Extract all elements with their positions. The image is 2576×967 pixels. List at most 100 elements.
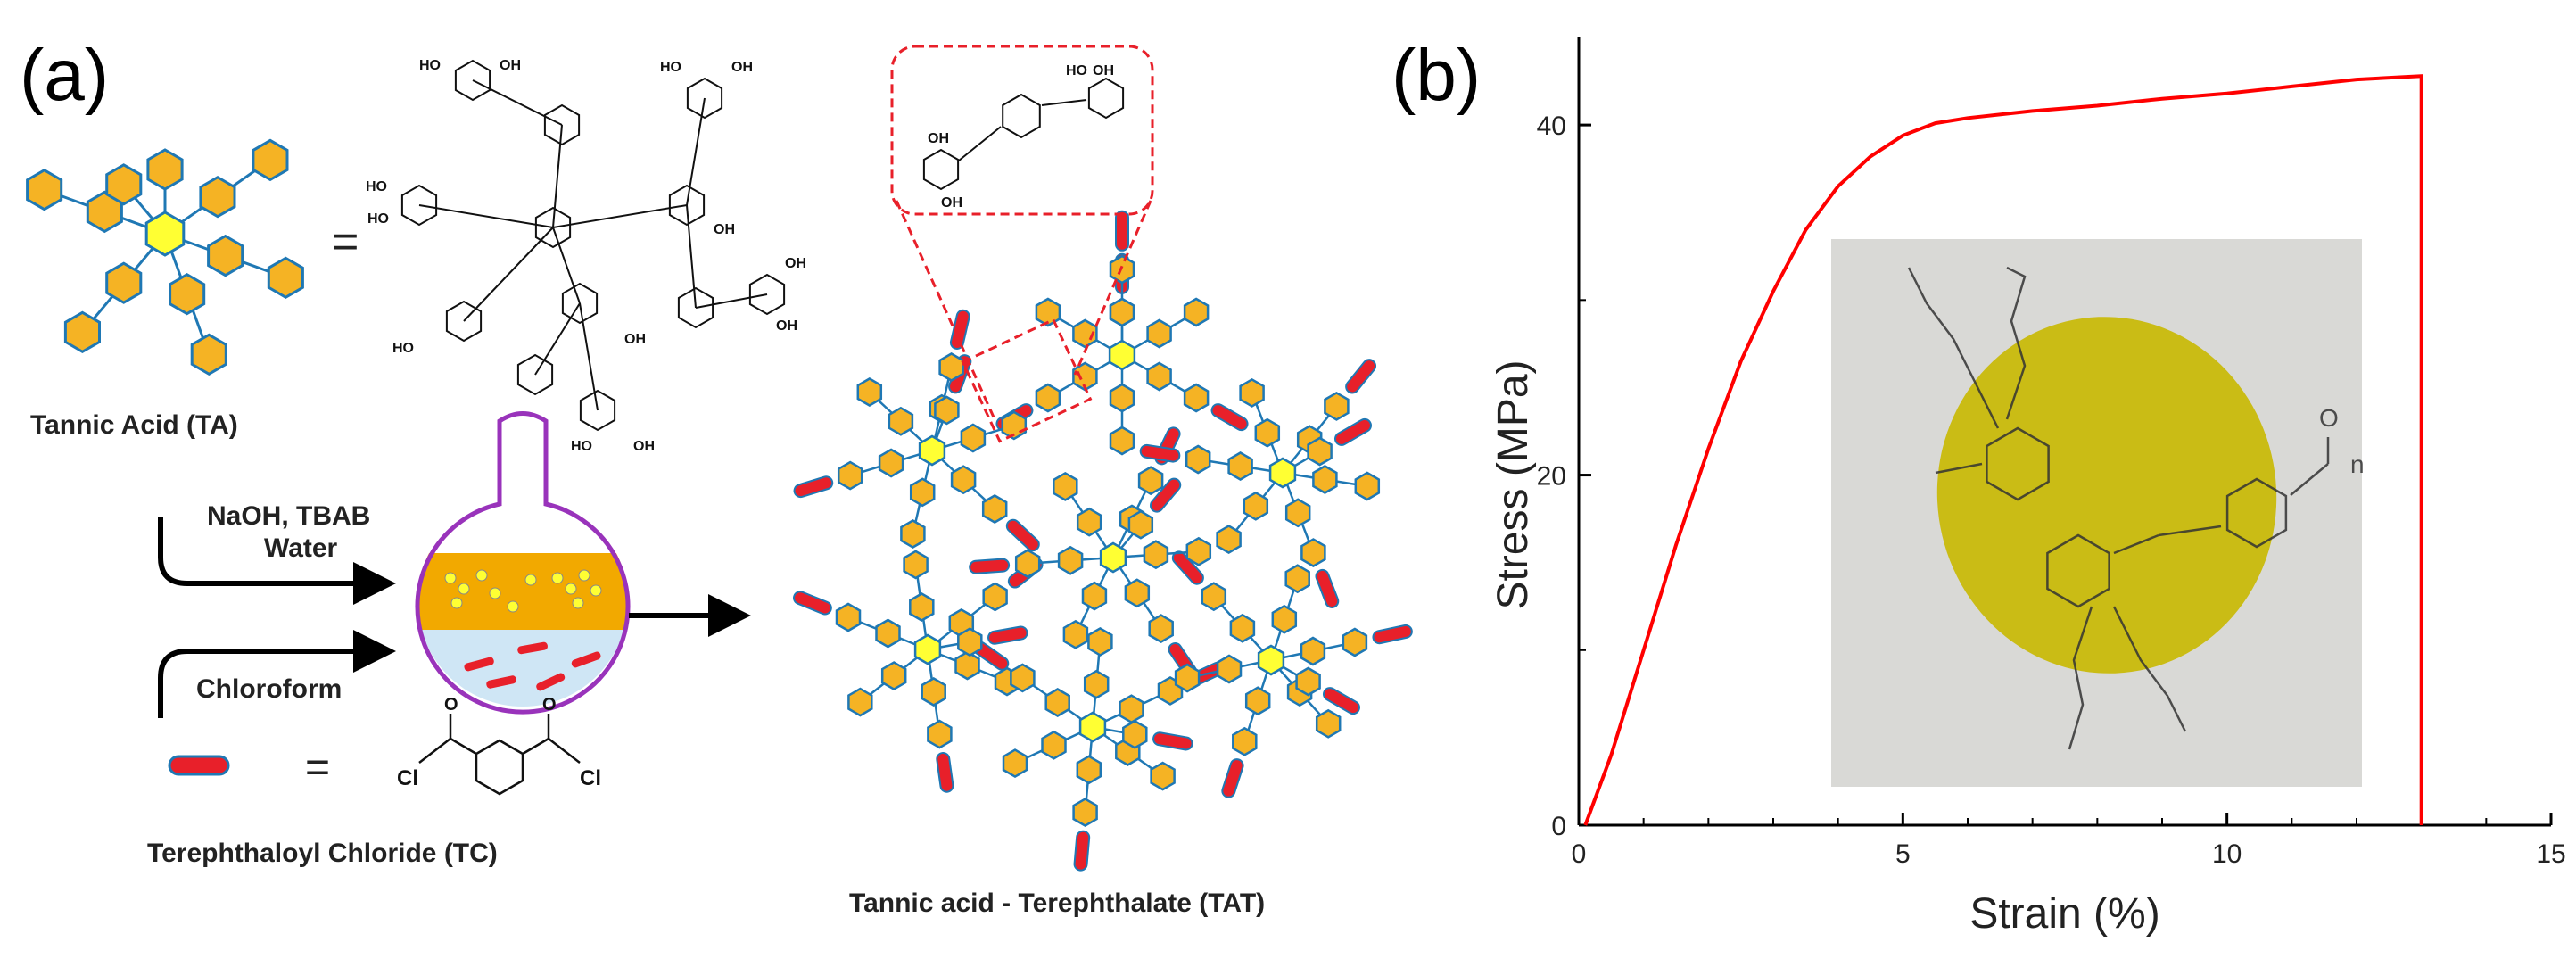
network-hexagon [981,494,1008,524]
network-core-hexagon [1257,644,1285,676]
network-linker [793,591,832,616]
network-linker [1322,687,1360,715]
network-hexagon [1300,636,1326,666]
network-linker [1149,477,1182,513]
ta-hexagon [105,163,143,206]
tat-network [793,210,1413,872]
network-core-hexagon [913,633,942,665]
tc-name: Terephthaloyl Chloride (TC) [147,839,498,868]
tc-bond [522,737,549,756]
inset-ring [2046,533,2110,608]
ta-galloyl-ring [400,184,438,227]
network-hexagon [1342,627,1368,657]
network-hexagon [1148,614,1174,644]
ta-bond-line [463,227,554,322]
tc-particle [517,641,548,655]
inset-bond [2290,463,2329,496]
x-tick-label: 15 [2536,839,2565,869]
network-core-hexagon [918,434,946,467]
network-hexagon [1295,666,1321,697]
ta-galloyl-ring [454,59,491,102]
atom-label: OH [941,195,962,211]
network-hexagon [1087,626,1113,657]
network-hexagon [934,395,960,426]
tc-bond [450,737,477,756]
network-hexagon [880,661,907,691]
tannic-acid-schematic [26,138,304,376]
network-hexagon [1254,417,1281,448]
network-hexagon [1083,669,1110,699]
y-axis-label: Stress (MPa) [1490,360,1537,609]
network-hexagon [950,465,977,495]
network-hexagon [1174,663,1201,693]
tat-name: Tannic acid - Terephthalate (TAT) [849,888,1265,918]
network-linker [987,625,1028,645]
ta-galloyl-ring [668,184,706,227]
network-hexagon [1010,663,1036,693]
atom-label: Cl [397,766,418,790]
flask-outline [415,411,631,715]
ta-hexagon [207,234,244,277]
atom-label: O [542,695,557,715]
inset-bond [1935,462,1983,475]
network-core-hexagon [1108,339,1136,371]
inset-butyl-chain [2005,266,2027,420]
network-hexagon [1183,383,1210,413]
ta-bond-line [552,227,581,304]
network-hexagon [1109,426,1135,456]
zoom-box-network [961,318,1093,443]
network-linker [1139,443,1181,463]
ta-bond-line [686,204,697,309]
network-linker [1333,417,1372,446]
network-hexagon [847,687,873,717]
network-hexagon [1324,391,1350,421]
network-hexagon [1229,613,1256,643]
network-hexagon [1041,730,1067,760]
network-hexagon [1109,297,1135,327]
y-tick-label: 40 [1537,112,1566,141]
ta-hexagon [146,148,184,191]
network-hexagon [938,352,964,382]
x-tick-label: 0 [1572,839,1587,869]
network-hexagon [1271,604,1298,634]
network-hexagon [909,477,936,508]
zoom-box-structure [890,45,1154,216]
tc-particle [571,651,601,668]
arrow-aqueous-feed [158,517,396,605]
atom-label: OH [731,60,753,75]
tc-particle [464,657,494,672]
ta-particle [450,597,463,609]
network-hexagon [1185,444,1211,475]
ta-particle [565,583,577,595]
atom-label: HO [419,58,441,73]
tc-bond [418,738,451,764]
atom-label: OH [624,332,646,347]
ta-bond-line [418,204,554,228]
network-hexagon [960,423,987,453]
tc-bond [548,738,581,764]
ta-particle [551,572,564,584]
network-linker [969,558,1011,574]
network-linker [1005,518,1040,552]
reagent-label-naoh-tbab: NaOH, TBAB [207,501,370,531]
atom-label: OH [633,439,655,454]
inset-photo: nO [1831,239,2365,787]
atom-label: HO [571,439,592,454]
network-hexagon [1124,578,1151,608]
network-hexagon [1185,536,1212,566]
network-hexagon [1109,383,1135,413]
network-hexagon [1284,564,1310,594]
ta-particle [524,574,537,586]
network-linker [1372,624,1413,645]
network-hexagon [927,719,953,749]
network-hexagon [1072,798,1098,828]
equals-sign-ta: = [332,216,359,268]
network-hexagon [1284,498,1311,528]
network-hexagon [1146,318,1172,349]
arrow-organic-feed [158,630,396,718]
y-tick-label: 0 [1551,812,1566,841]
network-hexagon [1127,509,1154,540]
tat-galloyl-ring [922,148,960,191]
